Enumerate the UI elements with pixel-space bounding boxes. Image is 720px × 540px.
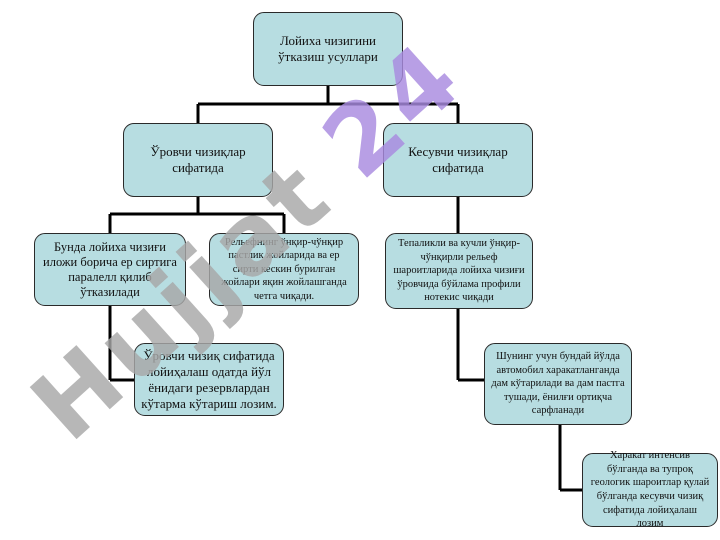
hilly-relief-node: Тепаликли ва кучли ўнқир-чўнқирли рельеф… [385,233,533,309]
root-node: Лойиха чизигини ўтказиш усуллари [253,12,403,86]
fuel-cost-node: Шунинг учун бундай йўлда автомобил харак… [484,343,632,425]
intense-traffic-node: Харакат интенсив бўлганда ва тупроқ геол… [582,450,718,529]
along-slope-node: Ўровчи чизиқлар сифатида [123,123,273,197]
reserve-rise-node: Ўровчи чизиқ сифатида лойиҳалаш одатда й… [134,343,284,416]
parallel-route-node: Бунда лойиха чизиғи иложи борича ер сирт… [34,233,186,306]
across-slope-node: Кесувчи чизиқлар сифатида [383,123,533,197]
relief-route-node: Рельефнинг ўнқир-чўнқир пастлик жойларид… [209,233,359,306]
